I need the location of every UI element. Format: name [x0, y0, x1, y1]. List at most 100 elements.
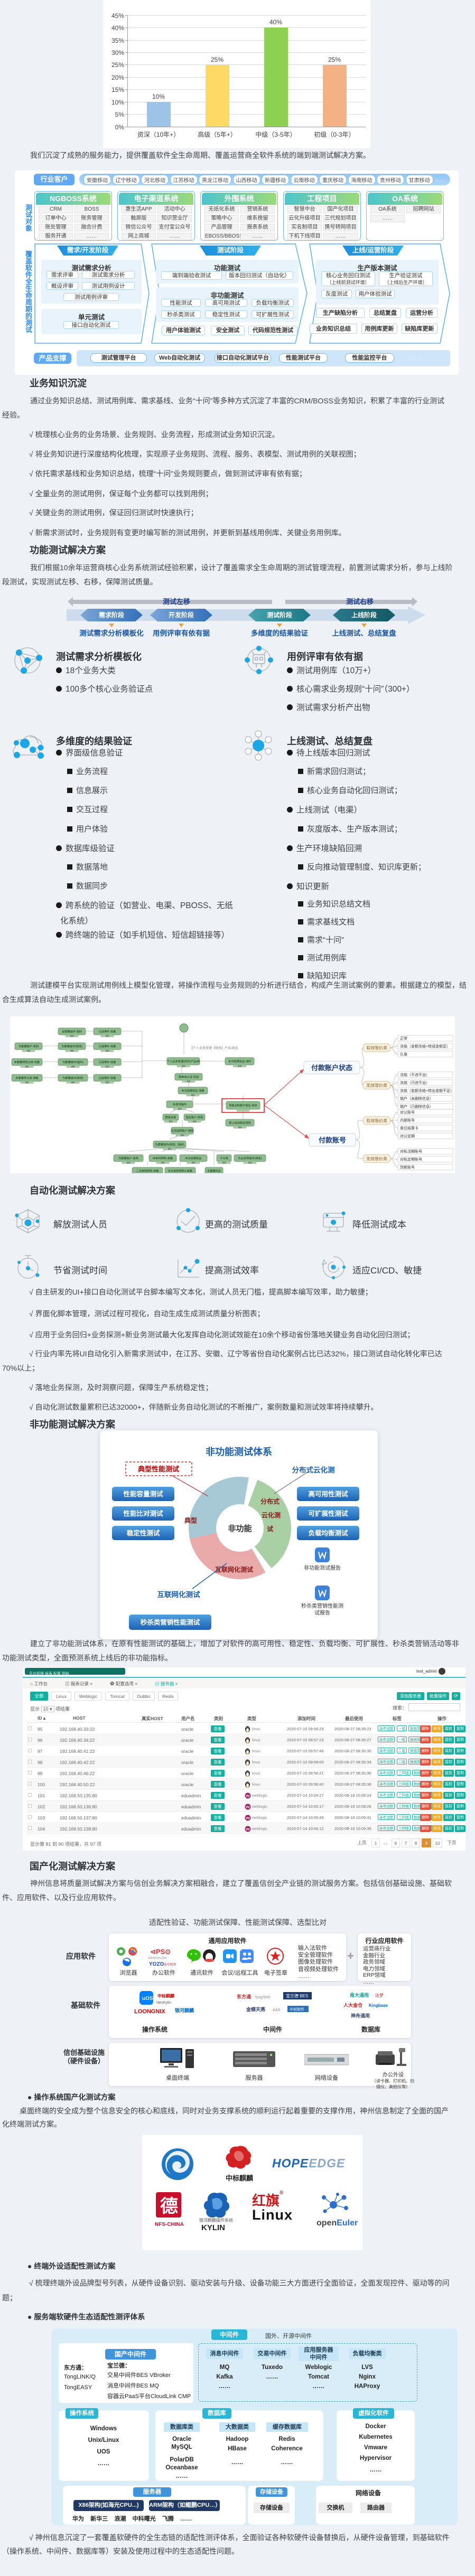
svg-text:用例: 用例	[181, 1134, 185, 1136]
svg-text:上线阶段: 上线阶段	[351, 611, 377, 619]
svg-text:用例: 用例	[70, 1049, 74, 1052]
svg-text:测试右移: 测试右移	[346, 598, 374, 606]
svg-text:南大通用: 南大通用	[350, 1992, 369, 1998]
svg-text:子分类: 子分类	[220, 1156, 228, 1160]
svg-text:LOONGNIX: LOONGNIX	[134, 2008, 165, 2015]
svg-text:40%: 40%	[111, 24, 124, 32]
svg-text:银河麒麟: 银河麒麟	[175, 2007, 194, 2013]
svg-text:二次类别转码·收集: 二次类别转码·收集	[136, 1169, 159, 1173]
svg-text:销户（已删除信息）: 销户（已删除信息）	[400, 1104, 433, 1109]
svg-text:用例: 用例	[168, 1147, 172, 1150]
svg-text:uOS: uOS	[142, 1996, 153, 2002]
svg-text:⼈大金仓: ⼈大金仓	[343, 2002, 363, 2008]
svg-text:35%: 35%	[111, 37, 124, 44]
svg-text:测试阶段: 测试阶段	[267, 611, 293, 619]
svg-text:用例: 用例	[182, 1064, 186, 1067]
svg-text:有效等价类: 有效等价类	[366, 1118, 387, 1124]
svg-text:本套餐转分类·收集: 本套餐转分类·收集	[15, 1076, 39, 1080]
svg-text:YOZO: YOZO	[149, 1961, 164, 1967]
svg-text:无套餐科目: 无套餐科目	[207, 1169, 221, 1173]
svg-text:高可用性测试: 高可用性测试	[308, 1490, 348, 1498]
svg-text:对私定期账号: 对私定期账号	[400, 1157, 422, 1162]
svg-text:试: 试	[267, 1525, 273, 1533]
svg-text:用例: 用例	[238, 1064, 242, 1067]
svg-text:互联网化测试: 互联网化测试	[157, 1590, 200, 1599]
svg-text:已选择补·收集: 已选择补·收集	[99, 1030, 117, 1034]
svg-text:高级（5年+）: 高级（5年+）	[198, 130, 237, 138]
svg-text:25%: 25%	[211, 56, 223, 63]
svg-text:对私活期账号: 对私活期账号	[400, 1149, 422, 1154]
svg-text:多维度的结果验证: 多维度的结果验证	[251, 629, 308, 637]
svg-text:典型性能测试: 典型性能测试	[138, 1465, 179, 1473]
svg-text:云化测: 云化测	[262, 1511, 281, 1519]
svg-text:用例: 用例	[191, 1093, 195, 1096]
svg-text:已选择补·收集: 已选择补·收集	[99, 1044, 117, 1049]
svg-text:AAS: AAS	[273, 2008, 280, 2012]
svg-text:用例: 用例	[70, 1034, 74, 1037]
svg-text:用例: 用例	[106, 1034, 109, 1037]
svg-text:非功能测试体系: 非功能测试体系	[206, 1446, 272, 1457]
svg-text:菜单未认证·欢迎: 菜单未认证·欢迎	[179, 1075, 199, 1079]
svg-text:非功能测试报告: 非功能测试报告	[304, 1564, 341, 1571]
svg-text:Kingbase: Kingbase	[369, 2003, 388, 2008]
svg-text:秒杀类营销性能测试: 秒杀类营销性能测试	[141, 1618, 200, 1626]
svg-text:用例: 用例	[71, 1081, 75, 1083]
svg-text:NFS-CHINA: NFS-CHINA	[155, 2222, 183, 2228]
svg-text:销户（未删除信息）: 销户（未删除信息）	[400, 1096, 433, 1101]
svg-text:冻结（不进不出）: 冻结（不进不出）	[400, 1072, 430, 1077]
svg-text:神舟通用: 神舟通用	[351, 2013, 370, 2018]
svg-text:【个人业务受理【修改】产品/商品: 【个人业务受理【修改】产品/商品	[190, 1046, 238, 1050]
svg-text:10%: 10%	[111, 99, 124, 106]
svg-text:德: 德	[160, 2196, 178, 2216]
svg-text:久悬: 久悬	[400, 1052, 407, 1056]
svg-text:非功能: 非功能	[228, 1524, 252, 1533]
svg-text:分布式云化测: 分布式云化测	[292, 1466, 335, 1474]
svg-text:负载均衡测试: 负载均衡测试	[308, 1529, 348, 1537]
svg-text:用例: 用例	[193, 1120, 197, 1122]
svg-text:初级（0-3年）: 初级（0-3年）	[314, 131, 355, 138]
svg-text:可扩展性测试: 可扩展性测试	[308, 1509, 348, 1517]
svg-text:NeoKylin: NeoKylin	[156, 2001, 171, 2005]
svg-text:0%: 0%	[115, 124, 125, 131]
svg-text:秒杀类营销性能测: 秒杀类营销性能测	[301, 1602, 343, 1609]
svg-text:永中优云办公软件: 永中优云办公软件	[148, 1956, 167, 1960]
svg-text:群组设置: 群组设置	[165, 1115, 176, 1119]
svg-text:本本科转码·收集: 本本科转码·收集	[153, 1156, 173, 1160]
svg-text:典型: 典型	[184, 1516, 197, 1524]
svg-text:中级（3-5年）: 中级（3-5年）	[255, 130, 296, 138]
svg-text:性能比对测试: 性能比对测试	[123, 1509, 163, 1517]
svg-text:用例: 用例	[71, 1065, 75, 1068]
svg-text:用例: 用例	[169, 1120, 173, 1122]
svg-text:本套餐转经分类·收集: 本套餐转经分类·收集	[14, 1060, 40, 1064]
svg-text:现金支取账户验证·条码: 现金支取账户验证·条码	[229, 1103, 257, 1108]
svg-text:为套餐账户·条码: 为套餐账户·条码	[118, 1156, 138, 1160]
svg-text:用例: 用例	[106, 1049, 109, 1052]
svg-text:试报告: 试报告	[314, 1609, 330, 1616]
svg-text:本次类别转码4·收集: 本次类别转码4·收集	[168, 1169, 193, 1173]
svg-text:全套餐操作·临时: 全套餐操作·临时	[62, 1030, 82, 1034]
svg-text:为业务转操作(修改): 为业务转操作(修改)	[238, 1156, 262, 1160]
svg-text:用例: 用例	[25, 1065, 29, 1068]
svg-text:用例: 用例	[192, 1161, 196, 1164]
svg-text:本查询操作: 本查询操作	[173, 1102, 187, 1107]
svg-text:对公定期: 对公定期	[400, 1134, 415, 1138]
svg-text:无效等价类: 无效等价类	[366, 1083, 387, 1088]
svg-text:用例: 用例	[161, 1161, 165, 1164]
svg-text:营业账户·条码: 营业账户·条码	[186, 1115, 203, 1119]
svg-text:内部账号: 内部账号	[400, 1118, 415, 1122]
svg-text:正常: 正常	[400, 1036, 407, 1041]
svg-text:银河麒麟操作系统: 银河麒麟操作系统	[199, 2218, 233, 2223]
svg-text:KYLIN: KYLIN	[201, 2223, 225, 2231]
svg-text:单位结算卡: 单位结算卡	[400, 1126, 418, 1130]
svg-text:冻结（金额冻结+转出金额不足）: 冻结（金额冻结+转出金额不足）	[400, 1088, 454, 1093]
svg-text:用例: 用例	[106, 1081, 109, 1083]
svg-text:本次结果验证·询问: 本次结果验证·询问	[228, 1059, 251, 1063]
svg-text:用例: 用例	[222, 1161, 227, 1164]
svg-text:用例: 用例	[127, 1161, 131, 1164]
svg-text:为套餐操作(临时): 为套餐操作(临时)	[62, 1060, 83, 1064]
svg-text:25%: 25%	[111, 61, 124, 69]
svg-text:上线测试、总结复盘: 上线测试、总结复盘	[332, 629, 396, 637]
svg-text:20%: 20%	[111, 74, 124, 81]
svg-text:⊲PS⊙: ⊲PS⊙	[150, 1948, 171, 1956]
svg-text:用例: 用例	[238, 1126, 243, 1128]
